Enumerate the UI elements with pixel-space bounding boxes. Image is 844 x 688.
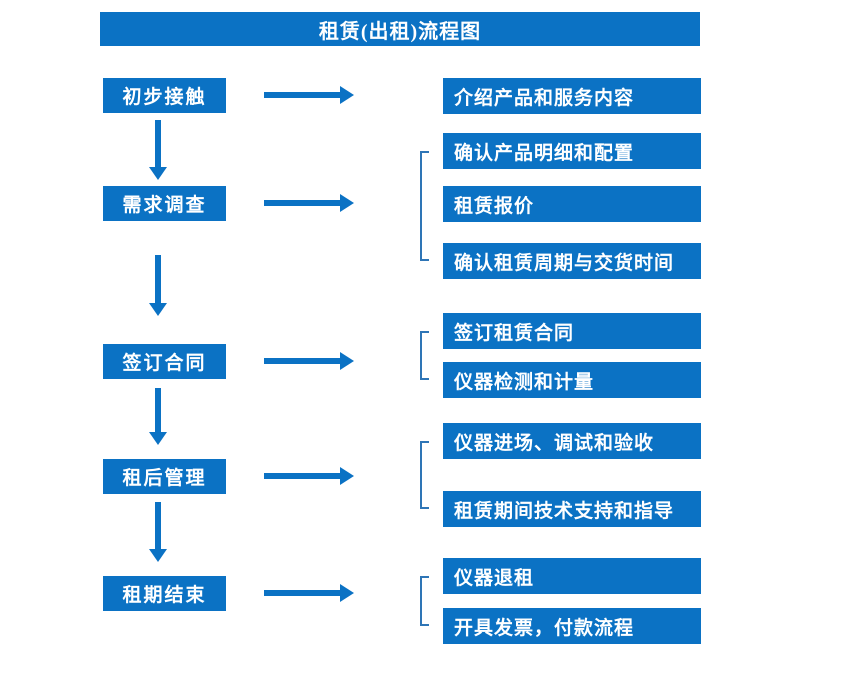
output-box-instrument-return: 仪器退租 <box>443 558 701 594</box>
step-box-rental-end: 租期结束 <box>103 576 226 611</box>
output-box-confirm-period: 确认租赁周期与交货时间 <box>443 243 701 279</box>
group-bracket-sign-contract <box>420 331 429 380</box>
down-arrow-1 <box>149 120 167 180</box>
step-box-sign-contract: 签订合同 <box>103 344 226 379</box>
output-box-instrument-testing: 仪器检测和计量 <box>443 362 701 398</box>
down-arrow-2 <box>149 255 167 316</box>
down-arrow-3 <box>149 388 167 445</box>
right-arrow-2 <box>264 194 354 212</box>
right-arrow-5 <box>264 584 354 602</box>
output-box-rental-quote: 租赁报价 <box>443 186 701 222</box>
group-bracket-post-rental <box>420 441 429 509</box>
down-arrow-4 <box>149 502 167 562</box>
right-arrow-1 <box>264 86 354 104</box>
group-bracket-demand-survey <box>420 151 429 261</box>
output-box-invoice-payment: 开具发票，付款流程 <box>443 608 701 644</box>
output-box-sign-rental-contract: 签订租赁合同 <box>443 313 701 349</box>
output-box-tech-support: 租赁期间技术支持和指导 <box>443 491 701 527</box>
output-box-introduce-products: 介绍产品和服务内容 <box>443 78 701 114</box>
output-box-instrument-setup: 仪器进场、调试和验收 <box>443 423 701 459</box>
right-arrow-3 <box>264 352 354 370</box>
step-box-post-rental: 租后管理 <box>103 459 226 494</box>
group-bracket-rental-end <box>420 576 429 626</box>
right-arrow-4 <box>264 467 354 485</box>
step-box-demand-survey: 需求调查 <box>103 186 226 221</box>
flowchart-title: 租赁(出租)流程图 <box>100 12 700 46</box>
output-box-confirm-details: 确认产品明细和配置 <box>443 133 701 169</box>
step-box-initial-contact: 初步接触 <box>103 78 226 113</box>
